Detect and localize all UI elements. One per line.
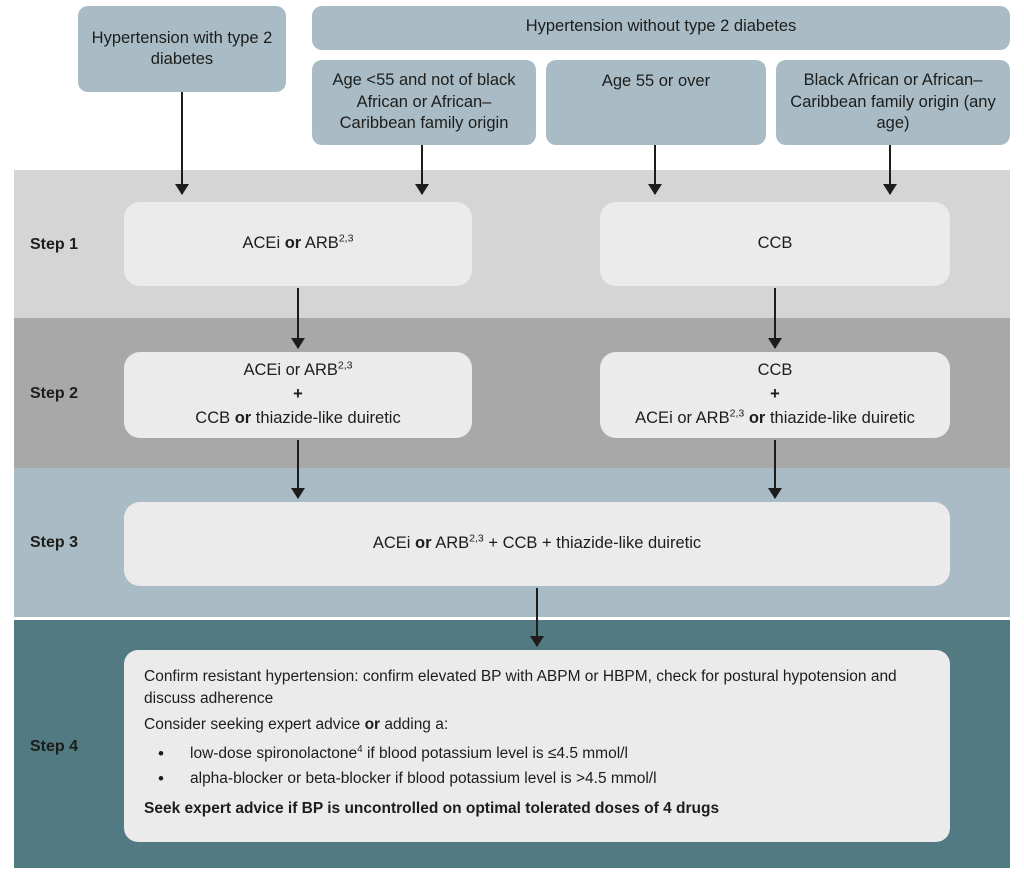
header-box-age-55-or-over[interactable]: Age 55 or over: [546, 60, 766, 145]
header-box-label: Age 55 or over: [601, 72, 711, 90]
treatment-box-text: ACEi or ARB2,3 + CCB + thiazide-like dui…: [372, 532, 702, 553]
step4-line-confirm: Confirm resistant hypertension: confirm …: [144, 668, 897, 707]
arrow-step1-right-to-step2: [768, 288, 782, 349]
treatment-box-text: ACEi or ARB2,3: [242, 232, 354, 253]
step-label-2: Step 2: [30, 385, 79, 402]
step-label-3: Step 3: [30, 534, 79, 551]
arrow-diabetes-to-step1: [175, 92, 189, 195]
header-box-label: Hypertension with type 2 diabetes: [91, 28, 273, 68]
header-box-label: Hypertension without type 2 diabetes: [525, 17, 797, 35]
header-box-label: Black African or African–Caribbean famil…: [790, 71, 996, 133]
arrow-age-under-55-to-step1: [415, 145, 429, 195]
treatment-box-step2-left[interactable]: ACEi or ARB2,3 + CCB or thiazide-like du…: [124, 352, 472, 438]
treatment-box-step4[interactable]: Confirm resistant hypertension: confirm …: [124, 650, 950, 842]
header-box-label: Age <55 and not of black African or Afri…: [332, 71, 516, 133]
step4-line-consider: Consider seeking expert advice or adding…: [144, 716, 449, 733]
step4-bullet-list: low-dose spironolactone4 if blood potass…: [144, 743, 930, 790]
header-box-hypertension-with-diabetes[interactable]: Hypertension with type 2 diabetes: [78, 6, 286, 92]
header-box-hypertension-without-diabetes[interactable]: Hypertension without type 2 diabetes: [312, 6, 1010, 50]
arrow-age-55-over-to-step1: [648, 145, 662, 195]
treatment-box-text: CCB + ACEi or ARB2,3 or thiazide-like du…: [635, 361, 915, 427]
arrow-step2-left-to-step3: [291, 440, 305, 499]
header-box-age-under-55[interactable]: Age <55 and not of black African or Afri…: [312, 60, 536, 145]
treatment-box-text: CCB: [757, 234, 793, 253]
step4-bullet-item: alpha-blocker or beta-blocker if blood p…: [144, 768, 930, 790]
treatment-box-step1-right[interactable]: CCB: [600, 202, 950, 286]
step-label-4: Step 4: [30, 738, 79, 755]
step4-content: Confirm resistant hypertension: confirm …: [144, 666, 930, 820]
step4-line-seek-advice: Seek expert advice if BP is uncontrolled…: [144, 800, 720, 817]
treatment-box-step3[interactable]: ACEi or ARB2,3 + CCB + thiazide-like dui…: [124, 502, 950, 586]
header-box-black-african-caribbean[interactable]: Black African or African–Caribbean famil…: [776, 60, 1010, 145]
step4-bullet-item: low-dose spironolactone4 if blood potass…: [144, 743, 930, 765]
step-label-1: Step 1: [30, 236, 79, 253]
treatment-box-step1-left[interactable]: ACEi or ARB2,3: [124, 202, 472, 286]
arrow-step3-to-step4: [530, 588, 544, 647]
treatment-box-text: ACEi or ARB2,3 + CCB or thiazide-like du…: [195, 359, 401, 427]
arrow-black-african-to-step1: [883, 145, 897, 195]
arrow-step2-right-to-step3: [768, 440, 782, 499]
arrow-step1-left-to-step2: [291, 288, 305, 349]
treatment-box-step2-right[interactable]: CCB + ACEi or ARB2,3 or thiazide-like du…: [600, 352, 950, 438]
